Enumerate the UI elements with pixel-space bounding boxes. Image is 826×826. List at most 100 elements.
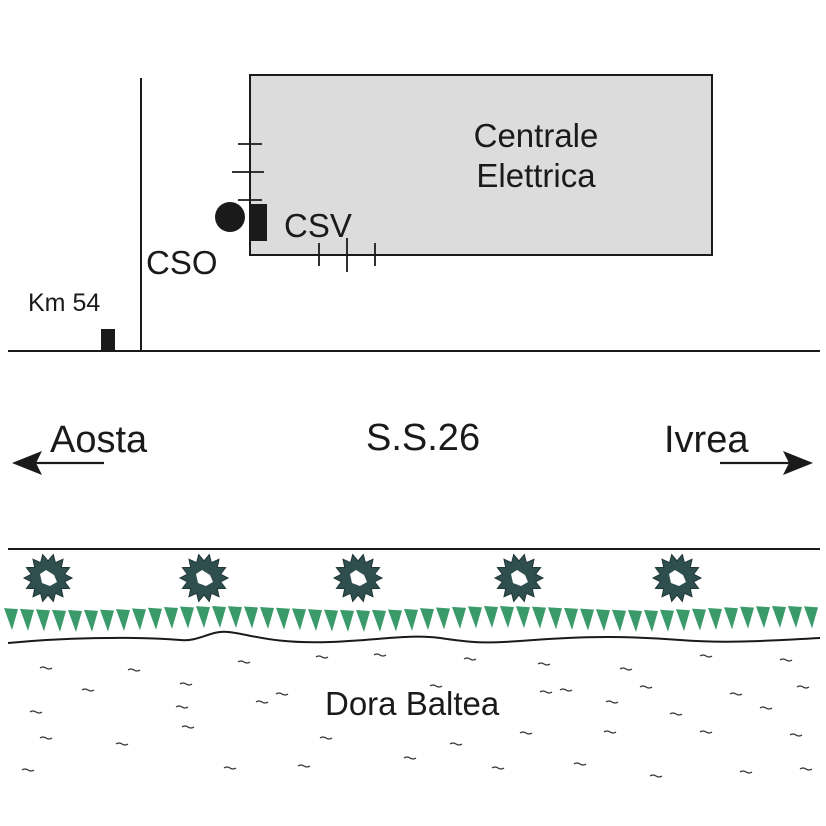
grass-tuft: [308, 609, 322, 632]
grass-tuft: [228, 606, 242, 629]
water-ripple: [315, 655, 329, 659]
grass-tuft: [724, 607, 738, 630]
water-ripple: [699, 730, 713, 734]
arrow-left-icon: [12, 451, 104, 475]
water-ripple: [29, 710, 43, 714]
tree-row: [22, 553, 703, 603]
grass-tuft: [740, 606, 754, 629]
water-ripple: [669, 712, 683, 716]
water-ripple: [573, 762, 587, 766]
grass-tuft: [804, 606, 818, 629]
water-ripple: [237, 660, 251, 664]
water-ripple: [603, 730, 617, 734]
direction-label-ivrea: Ivrea: [664, 419, 749, 461]
csv-label: CSV: [284, 207, 352, 244]
water-ripple: [649, 774, 663, 778]
grass-tuft: [20, 608, 34, 631]
grass-tuft: [500, 606, 514, 629]
water-ripple: [319, 736, 333, 740]
water-ripple: [639, 685, 653, 689]
grass-tuft: [164, 607, 178, 630]
csv-marker-icon: [251, 204, 267, 241]
grass-tuft: [404, 608, 418, 631]
river-label: Dora Baltea: [325, 685, 500, 722]
arrow-right-icon: [720, 451, 813, 475]
grass-tuft: [772, 606, 786, 629]
grass-tuft: [756, 606, 770, 629]
plant-edge-ticks: [232, 143, 264, 201]
water-ripple: [739, 770, 753, 774]
grass-tuft: [580, 608, 594, 631]
water-ripple: [429, 684, 443, 688]
water-ripple: [275, 692, 289, 696]
km-marker-icon: [101, 329, 115, 351]
water-ripple: [39, 666, 53, 670]
water-ripple: [81, 688, 95, 692]
grass-tuft: [52, 609, 66, 632]
water-ripple: [619, 667, 633, 671]
grass-tuft: [356, 609, 370, 632]
water-ripple: [449, 742, 463, 746]
water-ripple: [539, 690, 553, 694]
grass-tuft: [180, 606, 194, 629]
grass-tuft: [676, 609, 690, 632]
grass-tuft: [644, 609, 658, 632]
water-ripple: [729, 692, 743, 696]
water-ripple: [255, 700, 269, 704]
grass-tuft: [548, 607, 562, 630]
water-ripple: [789, 733, 803, 737]
grass-tuft: [660, 609, 674, 632]
grass-tuft: [532, 606, 546, 629]
grass-tuft: [68, 609, 82, 632]
grass-tuft: [260, 607, 274, 630]
shrub-icon: [22, 553, 74, 603]
grass-tuft: [148, 607, 162, 630]
water-ripple: [181, 725, 195, 729]
grass-tuft: [100, 609, 114, 632]
water-ripple: [463, 657, 477, 661]
grass-tuft: [484, 606, 498, 629]
grass-tuft: [516, 606, 530, 629]
grass-tuft: [452, 606, 466, 629]
grass-tuft: [692, 608, 706, 631]
grass-tuft: [468, 606, 482, 629]
grass-tuft: [612, 609, 626, 632]
power-plant-building: [249, 74, 713, 256]
water-ripple: [519, 731, 533, 735]
grass-tuft: [4, 608, 18, 631]
grass-tuft: [628, 609, 642, 632]
grass-tuft: [244, 606, 258, 629]
water-ripple: [297, 764, 311, 768]
plant-label-line2: Elettrica: [476, 157, 596, 194]
water-ripple: [223, 766, 237, 770]
water-ripple: [796, 685, 810, 689]
water-ripple: [175, 705, 189, 709]
plant-label-line1: Centrale: [474, 117, 599, 154]
grass-tuft: [564, 607, 578, 630]
water-ripple: [403, 756, 417, 760]
grass-tuft: [372, 609, 386, 632]
water-ripple: [537, 662, 551, 666]
shrub-icon: [178, 553, 230, 603]
grass-tuft: [36, 609, 50, 632]
cso-label: CSO: [146, 244, 218, 281]
grass-tuft: [340, 609, 354, 632]
direction-label-aosta: Aosta: [50, 419, 148, 461]
water-ripple: [799, 767, 813, 771]
water-ripple: [21, 768, 35, 772]
grass-tuft: [116, 609, 130, 632]
road-name-label: S.S.26: [366, 417, 480, 459]
shrub-icon: [332, 553, 384, 603]
shrub-icon: [651, 553, 703, 603]
water-ripple: [39, 736, 53, 740]
grass-tuft: [708, 607, 722, 630]
grass-tuft: [596, 609, 610, 632]
water-ripple: [779, 658, 793, 662]
water-ripple: [127, 668, 141, 672]
grass-tuft: [388, 609, 402, 632]
water-ripple: [699, 654, 713, 658]
grass-tuft: [132, 608, 146, 631]
water-ripple: [605, 700, 619, 704]
grass-tuft: [276, 607, 290, 630]
